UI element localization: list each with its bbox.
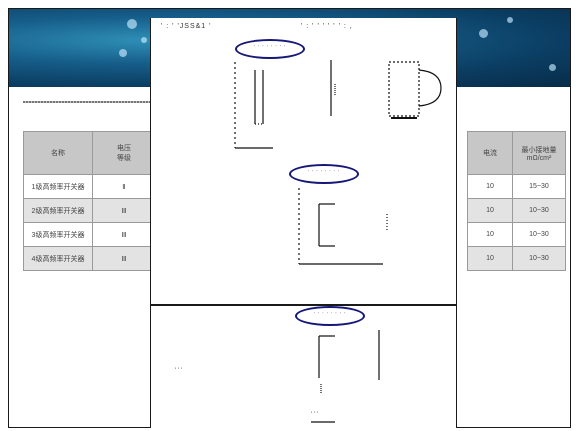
document-header-left: ' : ' 'JSS&1 ' <box>161 23 212 30</box>
header-cell: 电压 等级 <box>92 131 156 175</box>
table-row: 4级高频率开关器 Ⅲ <box>23 246 156 271</box>
right-data-table: 电流 最小接地量 mΩ/cm² 10 15~30 10 10~30 10 10~… <box>467 131 566 271</box>
table-cell: 10 <box>467 246 513 271</box>
oval-label: ' ' ' ' ' ' ' ' <box>253 45 287 51</box>
table-cell: 10~30 <box>512 198 566 223</box>
oval-marker-1: ' ' ' ' ' ' ' ' <box>235 39 305 59</box>
header-cell: 名称 <box>23 131 93 175</box>
table-cell: 10 <box>467 198 513 223</box>
oval-label: ' ' ' ' ' ' ' ' <box>313 312 347 318</box>
table-cell: Ⅱ <box>92 174 156 199</box>
table-header-row: 名称 电压 等级 <box>23 131 156 175</box>
table-row: 10 10~30 <box>467 222 566 247</box>
header-cell: 电流 <box>467 131 513 175</box>
diagram-side-label: ' ' ' <box>175 368 182 374</box>
divider-line <box>23 101 153 103</box>
table-cell: 15~30 <box>512 174 566 199</box>
table-row: 10 10~30 <box>467 246 566 271</box>
table-row: 3级高频率开关器 Ⅲ <box>23 222 156 247</box>
table-cell: 3级高频率开关器 <box>23 222 93 247</box>
oval-marker-3: ' ' ' ' ' ' ' ' <box>295 306 365 326</box>
line-diagrams <box>234 60 442 423</box>
oval-marker-2: ' ' ' ' ' ' ' ' <box>289 164 359 184</box>
table-cell: 1级高频率开关器 <box>23 174 93 199</box>
diagram-scale-label: ' ' ' <box>311 412 318 418</box>
table-row: 10 15~30 <box>467 174 566 199</box>
table-cell: Ⅲ <box>92 246 156 271</box>
table-cell: 10~30 <box>512 222 566 247</box>
table-header-row: 电流 最小接地量 mΩ/cm² <box>467 131 566 175</box>
document-header-center: ' : ' ' ' ' ' ' : , <box>301 23 353 30</box>
header-cell: 最小接地量 mΩ/cm² <box>512 131 566 175</box>
oval-label: ' ' ' ' ' ' ' ' <box>307 170 341 176</box>
table-cell: Ⅲ <box>92 222 156 247</box>
table-cell: 4级高频率开关器 <box>23 246 93 271</box>
table-row: 10 10~30 <box>467 198 566 223</box>
table-cell: 2级高频率开关器 <box>23 198 93 223</box>
table-cell: 10 <box>467 222 513 247</box>
document-page: ' : ' 'JSS&1 ' ' : ' ' ' ' ' ' : , ' ' '… <box>150 18 457 428</box>
left-data-table: 名称 电压 等级 1级高频率开关器 Ⅱ 2级高频率开关器 Ⅲ 3级高频率开关器 … <box>23 131 156 271</box>
table-cell: Ⅲ <box>92 198 156 223</box>
table-cell: 10~30 <box>512 246 566 271</box>
table-cell: 10 <box>467 174 513 199</box>
table-row: 2级高频率开关器 Ⅲ <box>23 198 156 223</box>
page-separator <box>151 304 456 306</box>
table-row: 1级高频率开关器 Ⅱ <box>23 174 156 199</box>
